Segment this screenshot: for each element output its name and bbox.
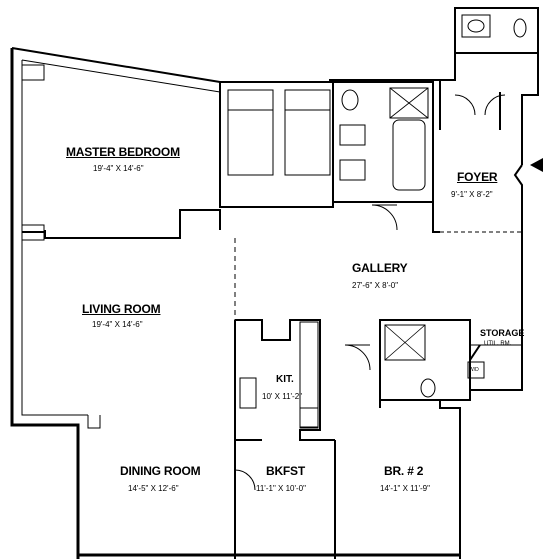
bedroom-2-label: BR. # 2 bbox=[384, 464, 424, 478]
foyer-label: FOYER bbox=[457, 170, 498, 184]
storage-room bbox=[469, 344, 523, 391]
bath-2-toilet bbox=[420, 378, 436, 398]
kitchen-label: KIT. bbox=[276, 374, 294, 385]
washer-dryer-label: W/D bbox=[469, 367, 479, 373]
bkfst-label: BKFST bbox=[266, 464, 305, 478]
bedroom-2-dim: 14'-1" X 11'-9" bbox=[380, 484, 430, 493]
foyer-dim: 9'-1" X 8'-2" bbox=[451, 190, 493, 199]
dining-room-label: DINING ROOM bbox=[120, 464, 201, 478]
master-bath bbox=[332, 81, 434, 203]
entry-arrow bbox=[530, 158, 543, 172]
range bbox=[299, 407, 319, 429]
shower bbox=[389, 87, 429, 119]
storage-label: STORAGE bbox=[480, 328, 525, 338]
foyer-toilet bbox=[513, 18, 527, 38]
vanity-sink-2 bbox=[339, 159, 366, 181]
master-bedroom-dim: 19'-4" X 14'-6" bbox=[93, 164, 144, 173]
closet-1 bbox=[227, 89, 274, 176]
master-toilet bbox=[341, 89, 359, 111]
dining-room-dim: 14'-5" X 12'-6" bbox=[128, 484, 179, 493]
master-bedroom-label: MASTER BEDROOM bbox=[66, 145, 180, 159]
storage-sub: UTIL. RM. bbox=[484, 341, 512, 347]
bathtub bbox=[392, 119, 426, 191]
vanity-sink-1 bbox=[339, 124, 366, 146]
exterior-wall-inner bbox=[21, 60, 88, 416]
living-room-dim: 19'-4" X 14'-6" bbox=[92, 320, 143, 329]
gallery-dim: 27'-6" X 8'-0" bbox=[352, 281, 399, 290]
living-room-label: LIVING ROOM bbox=[82, 302, 161, 316]
bkfst-dim: 11'-1" X 10'-0" bbox=[256, 484, 306, 493]
washer-dryer bbox=[467, 361, 485, 379]
closet-2 bbox=[284, 89, 331, 176]
kitchen-counter bbox=[299, 321, 319, 428]
bath-2-shower bbox=[384, 324, 426, 361]
kitchen-dim: 10' X 11'-2" bbox=[262, 392, 302, 401]
kitchen-sink bbox=[239, 377, 257, 409]
exterior-wall bbox=[10, 48, 80, 559]
gallery-label: GALLERY bbox=[352, 261, 408, 275]
